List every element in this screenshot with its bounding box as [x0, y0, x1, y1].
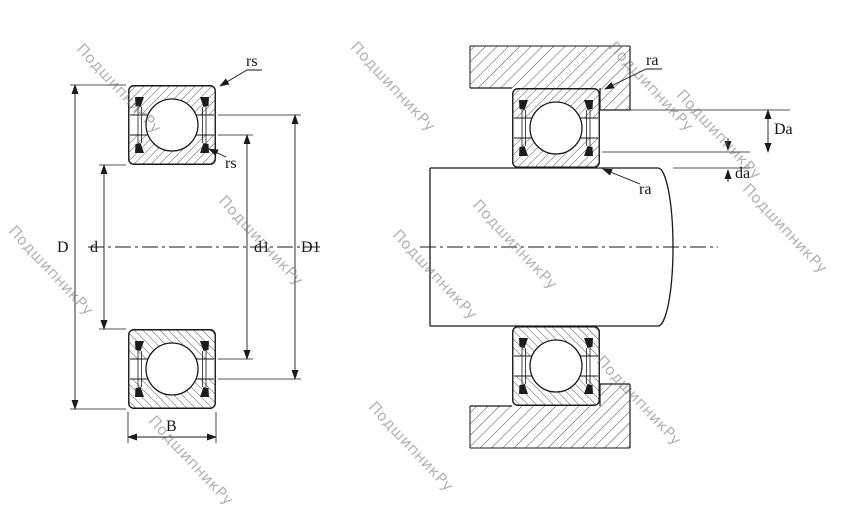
label-rs-top: rs — [246, 53, 258, 70]
dimension-D1 — [218, 114, 301, 380]
bearing-section-top-mounted — [512, 88, 600, 168]
dimension-da — [673, 138, 750, 182]
label-ra-bottom: ra — [639, 181, 651, 198]
dimension-D — [70, 84, 126, 410]
label-ra-top: ra — [646, 52, 658, 69]
bearing-section-top — [128, 85, 216, 165]
label-Da: Da — [774, 121, 793, 138]
dimension-Da — [602, 109, 790, 153]
label-rs-mid: rs — [225, 155, 237, 172]
housing-bottom — [469, 383, 631, 449]
dimension-d — [99, 164, 126, 330]
label-D1: D1 — [301, 239, 321, 256]
housing-top — [469, 45, 631, 111]
label-d: d — [90, 239, 98, 256]
left-view-bearing-section: D d d1 D1 B — [57, 53, 321, 443]
callout-rs-top — [219, 69, 262, 87]
label-d1: d1 — [254, 239, 270, 256]
callout-ra-bottom — [602, 168, 641, 185]
label-D: D — [57, 239, 69, 256]
dimension-d1 — [218, 134, 253, 360]
callout-rs-mid — [208, 148, 227, 158]
bearing-section-bottom-mounted — [512, 326, 600, 406]
label-B: B — [166, 418, 177, 435]
right-view-mounting-section: Da da ra ra — [420, 45, 793, 449]
bearing-section-bottom — [128, 329, 216, 409]
callout-ra-top — [604, 68, 662, 90]
label-da: da — [735, 165, 750, 182]
dimension-B — [127, 412, 217, 443]
